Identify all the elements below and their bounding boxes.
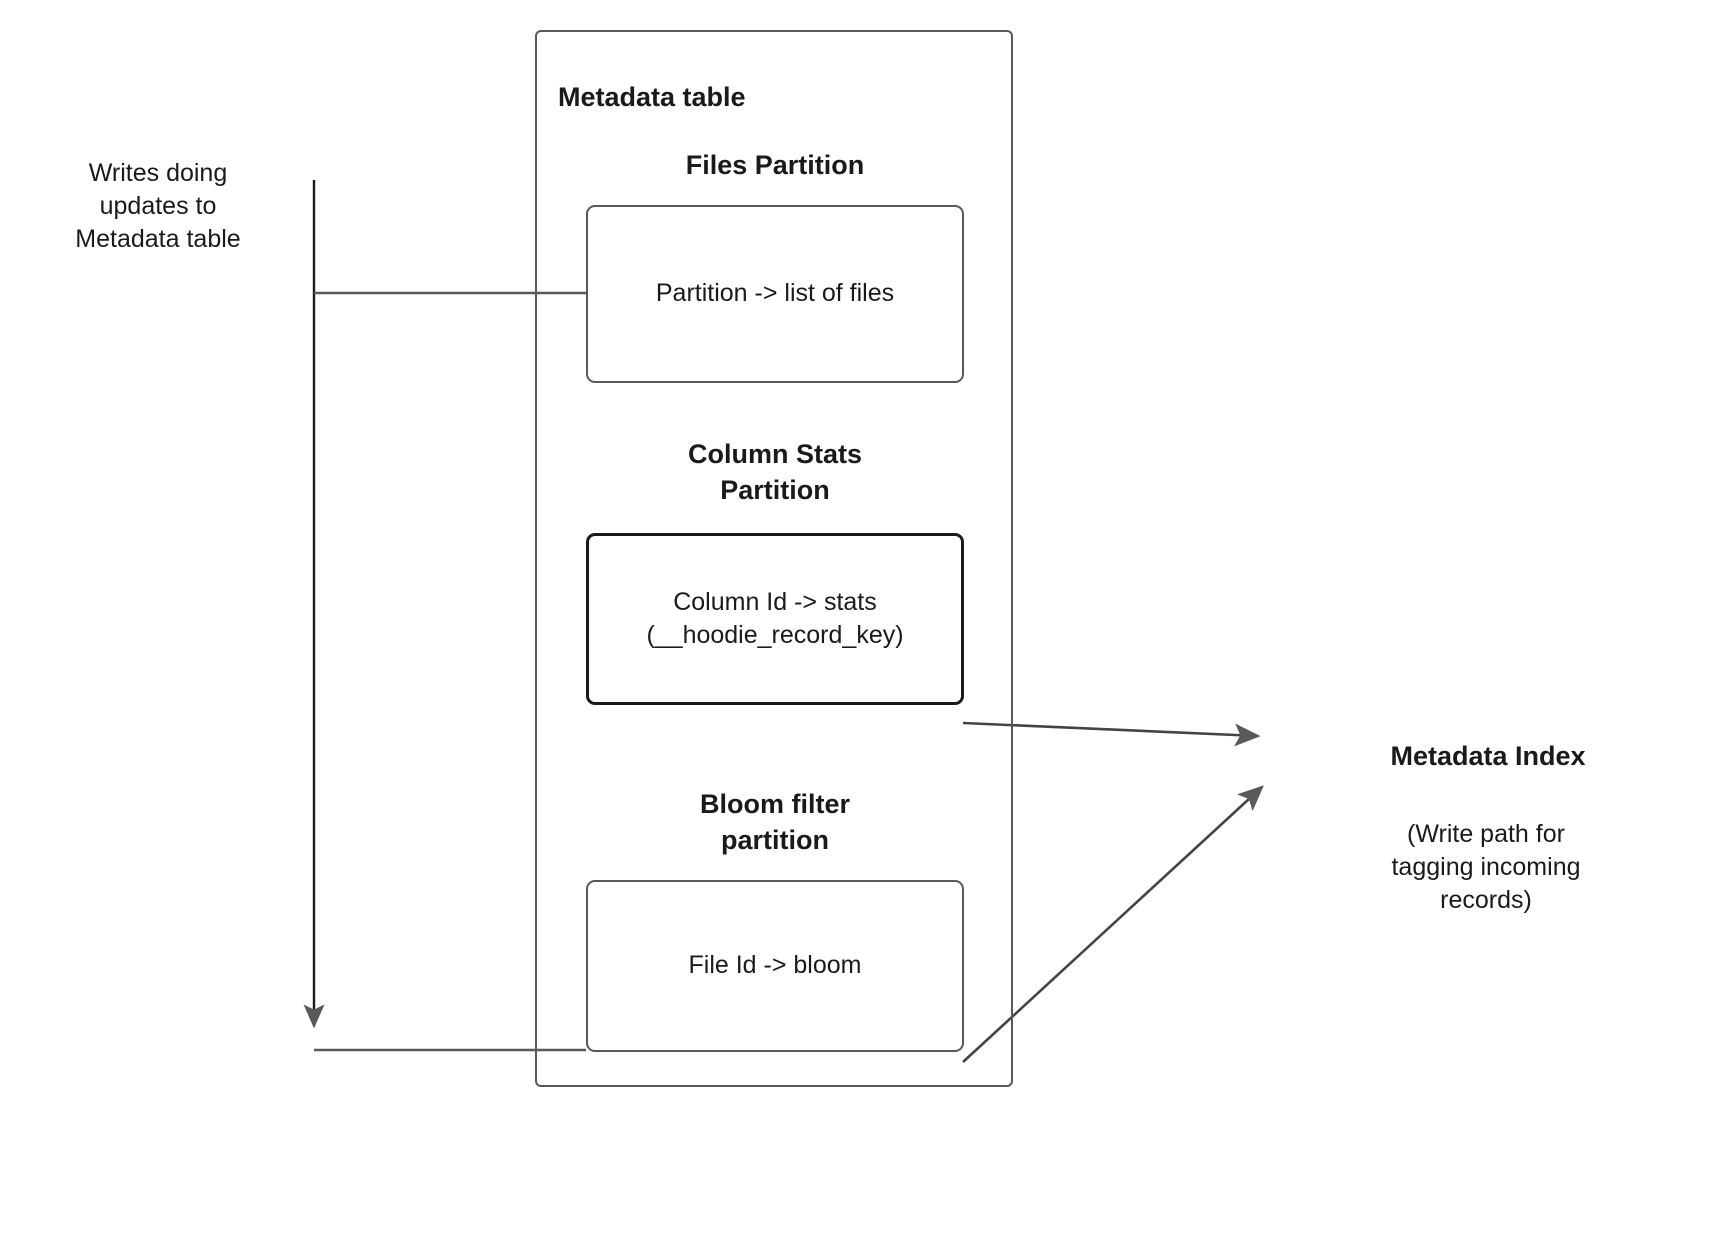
writes-doing-updates-label: Writes doing updates to Metadata table xyxy=(75,159,241,253)
bloom-filter-partition-heading: Bloom filter partition xyxy=(699,789,850,855)
column-stats-partition-box-text: Column Id -> stats (__hoodie_record_key) xyxy=(646,587,904,650)
metadata-index-subtitle: (Write path for tagging incoming records… xyxy=(1391,820,1581,914)
files-partition-heading: Files Partition xyxy=(685,150,865,180)
bloom-filter-partition-box-text: File Id -> bloom xyxy=(688,951,862,980)
files-partition-box-text: Partition -> list of files xyxy=(655,279,895,308)
column-stats-partition-box: Column Id -> stats (__hoodie_record_key) xyxy=(586,533,964,705)
metadata-index-title: Metadata Index xyxy=(1390,741,1586,771)
metadata-table-container xyxy=(535,30,1013,1087)
files-partition-box: Partition -> list of files xyxy=(586,205,964,383)
bloom-filter-partition-box: File Id -> bloom xyxy=(586,880,964,1052)
metadata-table-title: Metadata table xyxy=(558,82,746,112)
column-stats-partition-heading: Column Stats Partition xyxy=(687,439,862,505)
